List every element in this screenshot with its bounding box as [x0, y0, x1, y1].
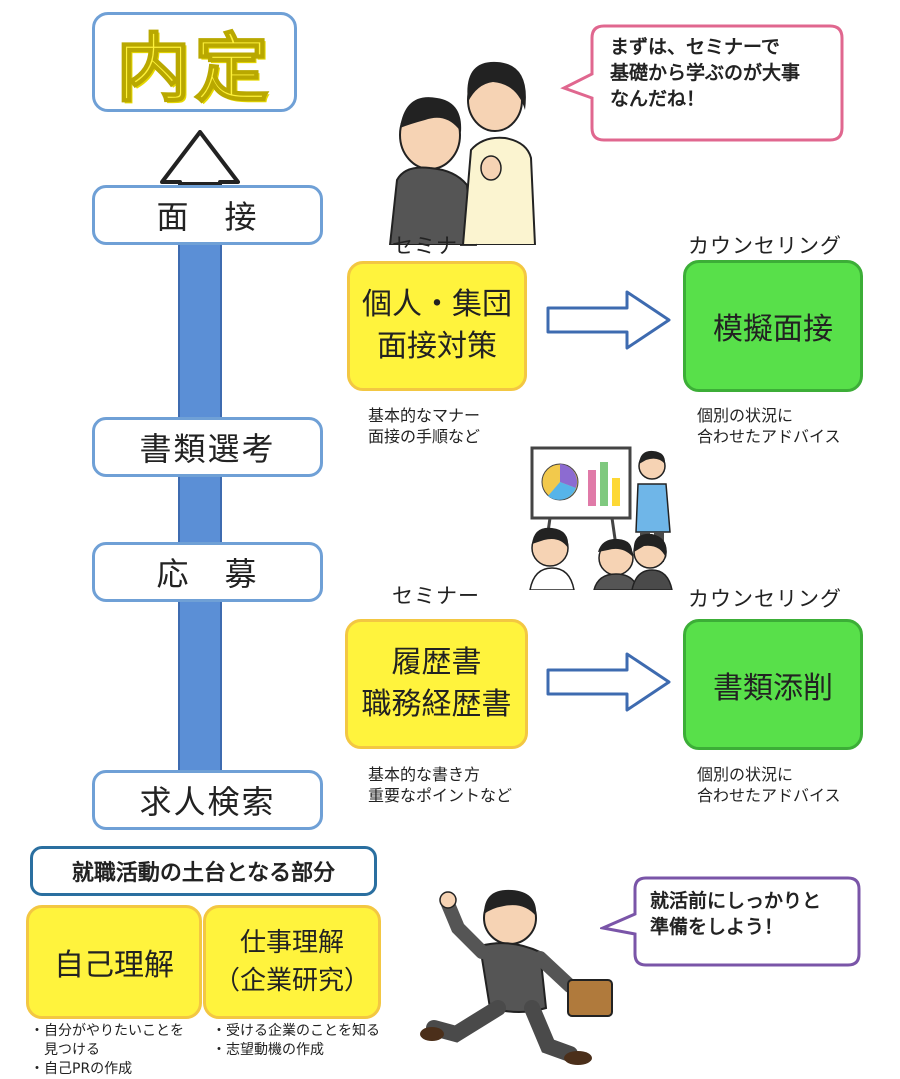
speech-bubble-top — [560, 24, 844, 142]
offer-title: 内定 — [116, 25, 273, 113]
stage-document-screening: 書類選考 — [92, 417, 323, 477]
row2-counseling-title: 書類添削 — [713, 670, 833, 706]
row1-seminar-title: 個人・集団 面接対策 — [362, 287, 512, 364]
speech-bubble-bottom-text: 就活前にしっかりと 準備をしよう！ — [650, 890, 822, 938]
self-understanding-notes: ・自分がやりたいことを 見つける ・自己PRの作成 — [30, 1023, 184, 1077]
stage-document-screening-label: 書類選考 — [139, 430, 276, 468]
row1-counseling-note: 個別の状況に 合わせたアドバイス — [697, 406, 841, 446]
job-understanding-box: 仕事理解 （企業研究） — [203, 905, 381, 1019]
row2-counseling-note: 個別の状況に 合わせたアドバイス — [697, 765, 841, 805]
row2-seminar-label: セミナー — [392, 584, 480, 608]
seminar-illustration — [529, 446, 673, 590]
foundation-heading: 就職活動の土台となる部分 — [71, 861, 336, 886]
stage-interview-label: 面 接 — [156, 198, 259, 236]
row1-counseling-title: 模擬面接 — [713, 312, 833, 347]
speech-bubble-top-text: まずは、セミナーで 基礎から学ぶのが大事 なんだね！ — [610, 36, 801, 110]
row1-seminar-label: セミナー — [392, 234, 480, 258]
row1-seminar-note: 基本的なマナー 面接の手順など — [368, 406, 481, 446]
couple-illustration — [388, 61, 537, 245]
row1-seminar-box: 個人・集団 面接対策 — [347, 261, 527, 391]
job-understanding-notes: ・受ける企業のことを知る ・志望動機の作成 — [212, 1023, 380, 1058]
foundation-heading-box: 就職活動の土台となる部分 — [30, 846, 377, 896]
stage-interview: 面 接 — [92, 185, 323, 245]
row2-seminar-title: 履歴書 職務経歴書 — [361, 645, 512, 722]
row1-counseling-box: 模擬面接 — [683, 260, 863, 392]
row1-counseling-label: カウンセリング — [688, 234, 842, 258]
stage-application: 応 募 — [92, 542, 323, 602]
stage-application-label: 応 募 — [156, 555, 259, 593]
row2-flow-arrow — [546, 652, 671, 712]
self-understanding-title: 自己理解 — [54, 948, 174, 983]
running-man-illustration — [420, 889, 613, 1065]
row1-flow-arrow — [546, 290, 671, 350]
stage-job-search-label: 求人検索 — [139, 783, 276, 821]
offer-box: 内定 — [92, 12, 297, 113]
job-understanding-title: 仕事理解 （企業研究） — [213, 928, 370, 996]
row2-seminar-note: 基本的な書き方 重要なポイントなど — [368, 765, 513, 805]
progress-arrow — [160, 130, 240, 800]
row2-counseling-label: カウンセリング — [688, 587, 842, 611]
stage-job-search: 求人検索 — [92, 770, 323, 830]
speech-bubble-bottom — [600, 876, 861, 967]
row2-counseling-box: 書類添削 — [683, 619, 863, 750]
row2-seminar-box: 履歴書 職務経歴書 — [345, 619, 528, 749]
self-understanding-box: 自己理解 — [26, 905, 202, 1019]
